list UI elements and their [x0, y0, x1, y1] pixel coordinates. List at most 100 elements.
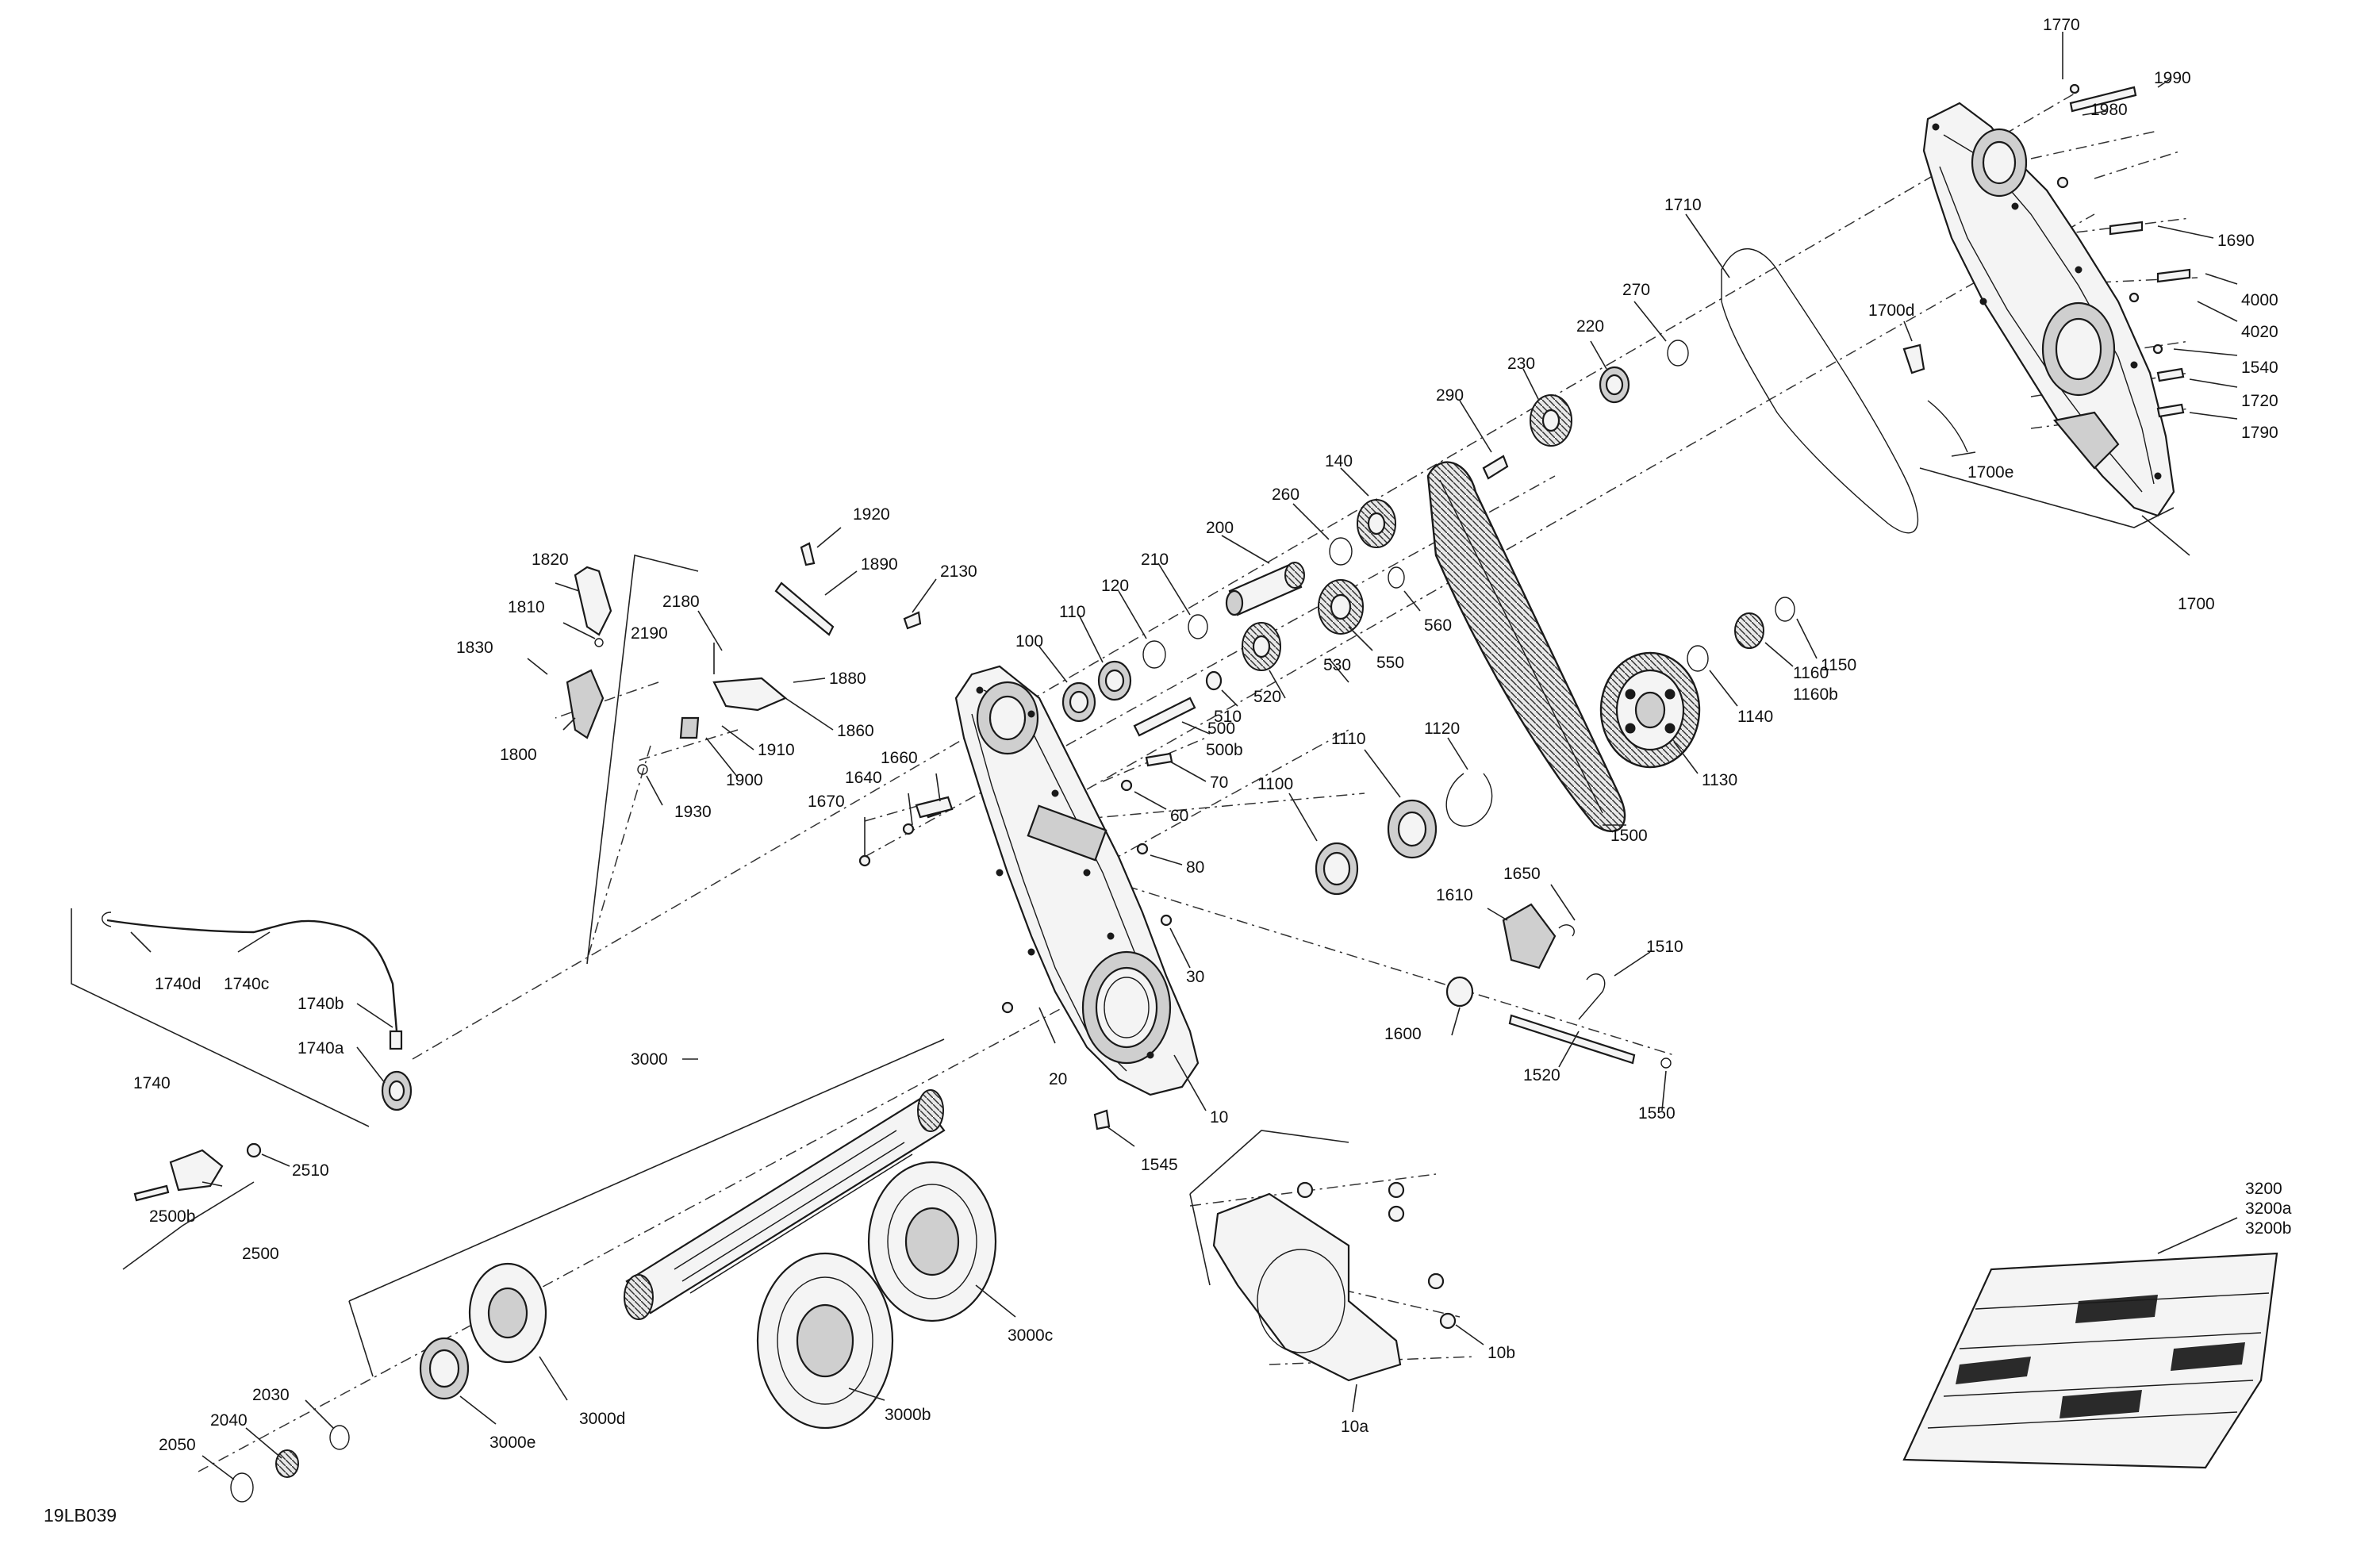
- label-1740b: 1740b: [298, 995, 344, 1013]
- label-60: 60: [1170, 807, 1188, 825]
- label-1820: 1820: [532, 551, 569, 569]
- label-70: 70: [1210, 773, 1228, 792]
- label-30: 30: [1186, 968, 1204, 986]
- label-2510: 2510: [292, 1161, 329, 1180]
- shift-linkage-parts: [566, 542, 942, 819]
- label-510: 510: [1214, 708, 1242, 726]
- label-3200a: 3200a: [2245, 1199, 2292, 1218]
- label-1160: 1160: [1793, 664, 1829, 682]
- label-1810: 1810: [508, 598, 545, 616]
- label-220: 220: [1576, 317, 1604, 336]
- label-1700e: 1700e: [1967, 463, 2013, 482]
- label-1920: 1920: [853, 505, 890, 524]
- label-1510: 1510: [1646, 938, 1683, 956]
- label-260: 260: [1272, 486, 1299, 504]
- label-1700: 1700: [2178, 595, 2215, 613]
- label-530: 530: [1323, 656, 1351, 674]
- nut-2040: [275, 1449, 299, 1478]
- label-4000: 4000: [2241, 291, 2278, 309]
- label-1120: 1120: [1424, 720, 1460, 738]
- drive-shaft-3000: [624, 1089, 946, 1320]
- label-550: 550: [1376, 654, 1404, 672]
- label-10: 10: [1210, 1108, 1228, 1127]
- label-1660: 1660: [881, 749, 918, 767]
- label-1130: 1130: [1702, 771, 1737, 789]
- label-1610: 1610: [1436, 886, 1473, 904]
- part-number-labels: 1770 1980 1990 1690 4000 4020 1540 1720 …: [44, 16, 2292, 1526]
- label-1640: 1640: [845, 769, 882, 787]
- label-2180: 2180: [662, 593, 700, 611]
- label-1720: 1720: [2241, 392, 2278, 410]
- bearing-plate-10a: [1212, 1181, 1457, 1382]
- label-500b: 500b: [1206, 741, 1243, 759]
- drive-chain-1500: [1426, 461, 1626, 833]
- label-3000b: 3000b: [885, 1406, 931, 1424]
- label-1900: 1900: [726, 771, 763, 789]
- track-3200: [1902, 1252, 2278, 1469]
- label-1740c: 1740c: [224, 975, 269, 993]
- track-sprocket-3000b: [756, 1252, 894, 1430]
- label-100: 100: [1015, 632, 1043, 651]
- label-10a: 10a: [1341, 1418, 1368, 1436]
- label-2040: 2040: [210, 1411, 248, 1430]
- label-20: 20: [1049, 1070, 1067, 1088]
- label-2190: 2190: [631, 624, 668, 643]
- label-1500: 1500: [1610, 827, 1648, 845]
- label-1150: 1150: [1821, 656, 1856, 674]
- label-560: 560: [1424, 616, 1452, 635]
- label-520: 520: [1253, 688, 1281, 706]
- label-1100: 1100: [1257, 775, 1293, 793]
- label-2030: 2030: [252, 1386, 290, 1404]
- label-3200: 3200: [2245, 1180, 2282, 1198]
- label-1980: 1980: [2090, 101, 2128, 119]
- label-230: 230: [1507, 355, 1535, 373]
- chaincase-cover-1700: [1922, 102, 2175, 517]
- label-1800: 1800: [500, 746, 537, 764]
- label-1710: 1710: [1664, 196, 1702, 214]
- label-3200b: 3200b: [2245, 1219, 2291, 1238]
- label-1740: 1740: [133, 1074, 171, 1092]
- label-80: 80: [1186, 858, 1204, 877]
- tensioner-parts: [1445, 903, 1672, 1069]
- label-1830: 1830: [456, 639, 493, 657]
- label-1890: 1890: [861, 555, 898, 574]
- label-1770: 1770: [2043, 16, 2080, 34]
- label-1690: 1690: [2217, 232, 2255, 250]
- label-1700d: 1700d: [1868, 301, 1914, 320]
- upper-shaft-parts: [1061, 340, 1795, 896]
- label-1160b: 1160b: [1793, 685, 1838, 704]
- label-290: 290: [1436, 386, 1464, 405]
- label-120: 120: [1101, 577, 1129, 595]
- label-1930: 1930: [674, 803, 712, 821]
- label-1600: 1600: [1384, 1025, 1422, 1043]
- label-2500: 2500: [242, 1245, 279, 1263]
- label-500: 500: [1207, 720, 1235, 738]
- sprocket-1130: [1599, 651, 1701, 769]
- label-1910: 1910: [758, 741, 795, 759]
- seal-3000e: [419, 1337, 470, 1400]
- label-4020: 4020: [2241, 323, 2278, 341]
- label-10b: 10b: [1488, 1344, 1515, 1362]
- label-1740d: 1740d: [155, 975, 201, 993]
- label-110: 110: [1059, 603, 1085, 621]
- label-3000c: 3000c: [1008, 1326, 1053, 1345]
- label-1650: 1650: [1503, 865, 1541, 883]
- label-1520: 1520: [1523, 1066, 1560, 1084]
- bracket-2500: [133, 1142, 262, 1202]
- label-3000: 3000: [631, 1050, 668, 1069]
- label-1550: 1550: [1638, 1104, 1676, 1123]
- label-1140: 1140: [1737, 708, 1773, 726]
- label-210: 210: [1141, 551, 1169, 569]
- label-1860: 1860: [837, 722, 874, 740]
- label-1540: 1540: [2241, 359, 2278, 377]
- leader-lines: [130, 32, 2238, 1480]
- label-200: 200: [1206, 519, 1234, 537]
- ring-2030: [329, 1425, 350, 1450]
- label-2050: 2050: [159, 1436, 196, 1454]
- ring-2050: [230, 1472, 254, 1503]
- chaincase-housing-10: [954, 665, 1200, 1096]
- label-1990: 1990: [2154, 69, 2191, 87]
- cable-1740: [102, 912, 413, 1111]
- label-1670: 1670: [808, 793, 845, 811]
